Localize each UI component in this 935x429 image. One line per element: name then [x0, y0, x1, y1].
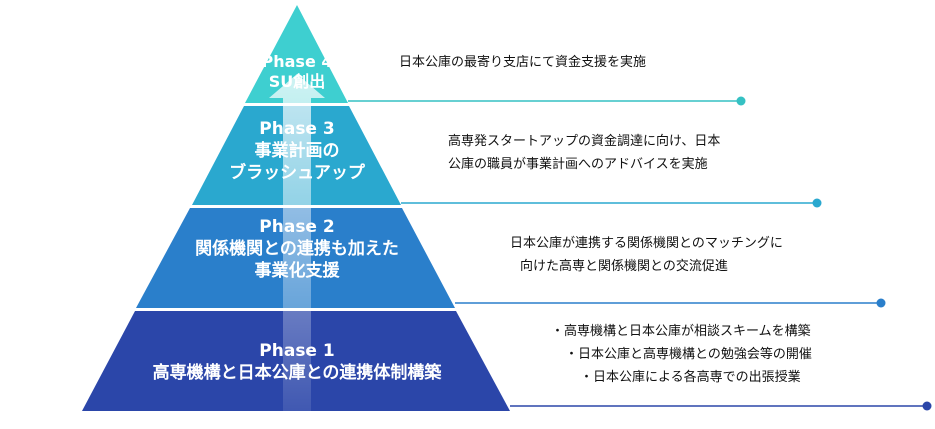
phase2-description-line2: 向けた高専と関係機関との交流促進: [520, 258, 728, 274]
connector-line-phase2: [455, 298, 886, 308]
phase1-description-line1: ・高専機構と日本公庫が相談スキームを構築: [551, 324, 811, 339]
phase2-name-line1: 関係機関との連携も加えた: [195, 238, 399, 259]
phase1-description-line3: ・日本公庫による各高専での出張授業: [580, 369, 801, 385]
phase4-description-line1: 日本公庫の最寄り支店にて資金支援を実施: [399, 55, 647, 70]
phase4-description: 日本公庫の最寄り支店にて資金支援を実施: [399, 52, 646, 75]
phase1-description-line2: ・日本公庫と高専機構との勉強会等の開催: [565, 346, 812, 362]
phase3-description: 高専発スタートアップの資金調達に向け、日本 公庫の職員が事業計画へのアドバイスを…: [448, 131, 720, 177]
phase1-label: Phase 1 高専機構と日本公庫との連携体制構築: [97, 341, 497, 385]
phase3-description-line1: 高専発スタートアップの資金調達に向け、日本: [448, 134, 721, 149]
phase2-name-line2: 事業化支援: [254, 260, 340, 281]
phase2-description-line1: 日本公庫が連携する関係機関とのマッチングに: [510, 236, 783, 251]
phase3-name-line1: 事業計画の: [254, 140, 340, 161]
phase4-title: Phase 4: [261, 52, 333, 71]
connector-line-phase1: [510, 401, 932, 411]
phase3-name-line2: ブラッシュアップ: [229, 162, 365, 183]
phase3-label: Phase 3 事業計画の ブラッシュアップ: [197, 119, 397, 184]
phase2-title: Phase 2: [259, 217, 335, 237]
phase2-label: Phase 2 関係機関との連携も加えた 事業化支援: [147, 217, 447, 282]
phase1-title: Phase 1: [259, 341, 335, 361]
phase1-name-line1: 高専機構と日本公庫との連携体制構築: [152, 362, 442, 383]
connector-line-phase3: [401, 198, 822, 208]
connector-line-phase4: [348, 96, 746, 106]
upward-arrow: [269, 74, 325, 411]
phase4-name: SU創出: [268, 72, 326, 92]
phase4-label: Phase 4 SU創出: [237, 52, 357, 93]
phase3-description-line2: 公庫の職員が事業計画へのアドバイスを実施: [448, 156, 708, 172]
phase2-description: 日本公庫が連携する関係機関とのマッチングに 向けた高専と関係機関との交流促進: [510, 233, 783, 279]
phase1-description: ・高専機構と日本公庫が相談スキームを構築 ・日本公庫と高専機構との勉強会等の開催…: [551, 321, 812, 389]
phase3-title: Phase 3: [259, 119, 335, 139]
phase4-tier: [245, 5, 348, 103]
